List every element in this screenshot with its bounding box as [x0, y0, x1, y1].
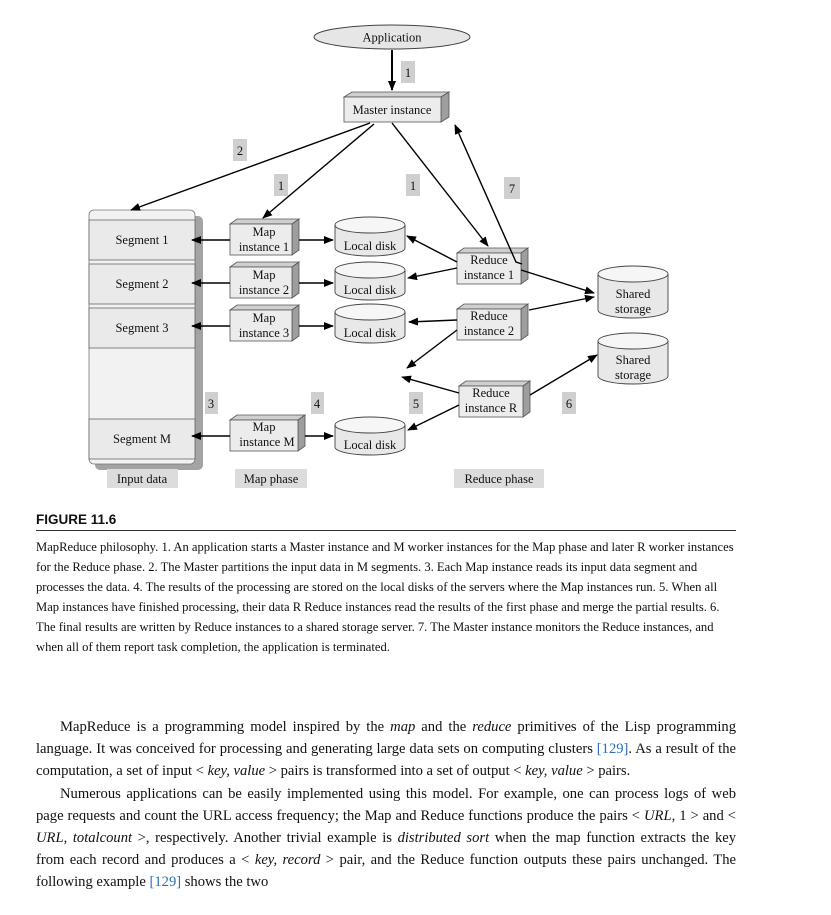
p1-reduce-term: reduce [472, 719, 512, 735]
map-phase-label-box [235, 469, 307, 488]
step-6: 6 [566, 397, 572, 411]
map-instance-2-line2: instance 2 [239, 283, 289, 297]
step-1-right: 1 [410, 179, 416, 193]
map-instance-2-line1: Map [253, 268, 276, 282]
p1-text-d: . As a result of the computation, a set … [36, 741, 736, 780]
segment-3-label: Segment 3 [115, 321, 168, 335]
input-data-label: Input data [117, 472, 168, 486]
step-3-box [205, 392, 218, 414]
citation-link[interactable]: [129] [596, 741, 629, 758]
p2-totalcount: totalcount [72, 830, 133, 847]
p2-text-e: when the map function extracts the key f… [36, 830, 737, 869]
map-instance-1-line2: instance 1 [239, 240, 289, 254]
reduce-instance-1-line1: Reduce [470, 253, 508, 267]
map-instance-2-box [228, 261, 301, 299]
p2-url-1: URL [643, 807, 672, 824]
mapreduce-diagram: Application Master instance Segment 1 Se… [88, 24, 669, 488]
paragraph-2: Numerous applications can be easily impl… [36, 783, 736, 894]
p2-key-record: key, record [254, 852, 321, 869]
map-instance-3-line2: instance 3 [239, 326, 289, 340]
p1-map-term: map [390, 719, 416, 735]
p2-text-f: > pair, and the Reduce function outputs … [36, 852, 736, 891]
segment-2-label: Segment 2 [115, 277, 168, 291]
step-6-box [562, 392, 576, 414]
map-phase-label: Map phase [244, 472, 299, 486]
reduce-instance-r-line2: instance R [465, 401, 518, 415]
shared-storage-1 [597, 265, 669, 319]
map-instance-m-line2: instance M [239, 435, 294, 449]
application-label: Application [362, 31, 422, 45]
map-instance-m-box [228, 414, 307, 452]
shared-storage-1-line2: storage [615, 302, 652, 316]
segment-1-label: Segment 1 [115, 233, 168, 247]
step-5-box [409, 392, 423, 414]
p1-key-value: key, value [207, 763, 266, 780]
application-node [313, 24, 471, 50]
local-disk-m-label: Local disk [344, 438, 397, 452]
input-data-stack [88, 209, 203, 470]
p2-text-a: Numerous applications can be easily impl… [36, 785, 736, 824]
p1-text-b: and the [415, 719, 473, 735]
paragraph-1: MapReduce is a programming model inspire… [36, 716, 736, 783]
step-2: 2 [237, 144, 243, 158]
step-4: 4 [314, 397, 321, 411]
map-instance-m-line1: Map [253, 420, 276, 434]
p2-url-2: URL [36, 830, 64, 847]
p2-text-b: , 1 > and < [671, 807, 736, 824]
reduce-instance-2-line2: instance 2 [464, 324, 514, 338]
body-text: MapReduce is a programming model inspire… [36, 716, 736, 894]
step-1-top-box [401, 61, 415, 83]
master-label: Master instance [353, 103, 432, 117]
step-1-left-box [274, 174, 288, 196]
map-instance-3-box [228, 304, 301, 342]
shared-storage-2-line2: storage [615, 368, 652, 382]
local-disk-2 [334, 261, 406, 301]
step-5: 5 [413, 397, 419, 411]
step-1-right-box [406, 174, 420, 196]
p2-text-d: >, respectively. Another trivial example… [132, 830, 398, 847]
map-instance-1-line1: Map [253, 225, 276, 239]
master-instance-box: Master instance [342, 91, 451, 123]
local-disk-1-label: Local disk [344, 239, 397, 253]
step-3: 3 [208, 397, 214, 411]
local-disk-3-label: Local disk [344, 326, 397, 340]
shared-storage-2-line1: Shared [616, 353, 651, 367]
reduce-instance-1-box [455, 247, 530, 285]
local-disk-3 [334, 303, 406, 344]
figure-caption: MapReduce philosophy. 1. An application … [36, 540, 734, 654]
p1-text-c: primitives of the Lisp programming langu… [36, 719, 737, 758]
flow-arrows [130, 50, 598, 440]
reduce-instance-2-box [455, 303, 530, 341]
step-7-box [504, 177, 520, 199]
p2-distributed-sort: distributed sort [397, 830, 490, 847]
p2-text-g: shows the two [181, 874, 269, 891]
p2-text-c: , [63, 830, 73, 847]
local-disk-2-label: Local disk [344, 283, 397, 297]
step-2-box [233, 139, 247, 161]
step-1-left: 1 [278, 179, 284, 193]
input-data-label-box [107, 469, 178, 488]
step-7: 7 [509, 182, 515, 196]
local-disk-1 [334, 216, 406, 257]
reduce-phase-label: Reduce phase [464, 472, 534, 486]
reduce-instance-r-box [457, 380, 532, 418]
figure-number: FIGURE 11.6 [36, 512, 736, 531]
segment-m-label: Segment M [113, 432, 171, 446]
reduce-instance-1-line2: instance 1 [464, 268, 514, 282]
map-instance-3-line1: Map [253, 311, 276, 325]
shared-storage-2 [597, 332, 669, 385]
reduce-instance-2-line1: Reduce [470, 309, 508, 323]
step-4-box [311, 392, 324, 414]
reduce-phase-label-box [454, 469, 544, 488]
citation-link-2[interactable]: [129] [149, 874, 182, 891]
p1-text-f: > pairs. [582, 763, 631, 780]
p1-key-value-2: key, value [525, 763, 583, 780]
p1-text-e: > pairs is transformed into a set of out… [265, 763, 526, 780]
local-disk-m [334, 416, 406, 456]
reduce-instance-r-line1: Reduce [472, 386, 510, 400]
step-1-top: 1 [405, 66, 411, 80]
shared-storage-1-line1: Shared [616, 287, 651, 301]
p1-text-a: MapReduce is a programming model inspire… [60, 719, 391, 735]
